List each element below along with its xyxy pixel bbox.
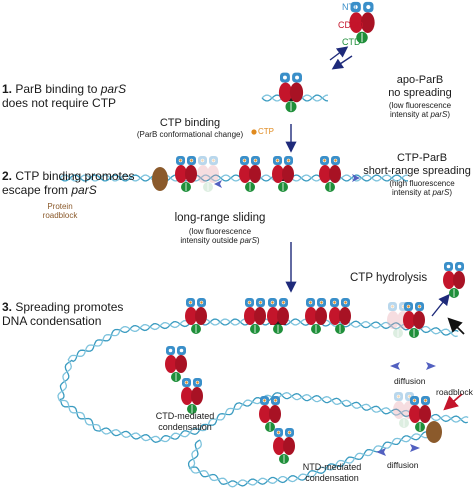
step-3-parb-3: [305, 298, 327, 334]
dna-step-3-lower: [187, 429, 439, 488]
step-3-parb-2: [267, 298, 289, 334]
short-range-label: short-range spreading: [363, 165, 471, 177]
dna-step-2: [59, 174, 409, 182]
ctp-label: CTP: [258, 127, 274, 136]
ctp-parb-label: CTP-ParB: [396, 152, 448, 164]
legend-cdbd: CDBD: [338, 20, 364, 30]
protein-roadblock-label-2: roadblock: [42, 211, 78, 220]
ntd-mediated-label-2: condensation: [305, 473, 359, 483]
roadblock-parb: [409, 396, 431, 432]
ctd-mediated-label-1: CTD-mediated: [155, 411, 215, 421]
step-3-parb-1: [244, 298, 266, 334]
diffusion-label-upper: diffusion: [394, 376, 426, 386]
ctp-hydrolysis-label: CTP hydrolysis: [350, 272, 428, 284]
release-arrow: [431, 293, 450, 317]
step-3-parb-5: [185, 298, 207, 334]
step-2-subtitle: escape from parS: [2, 183, 97, 197]
parb-proteins: [152, 1, 465, 464]
step-3-title: 3. Spreading promotes: [2, 300, 124, 314]
ctd-mediated-label-2: condensation: [158, 422, 212, 432]
long-note-1: (low fluorescence: [188, 227, 252, 236]
apo-note-1: (low fluorescence: [388, 101, 452, 110]
legend-parb-dimer: [349, 1, 375, 44]
diffusion-arrows-lower-icon: [376, 444, 420, 456]
unbinding-arrow: [331, 55, 353, 70]
step-1-parb-dimer: [278, 72, 304, 113]
released-parb-dimer: [443, 262, 465, 298]
ntd-condensation-parb-2: [273, 428, 295, 464]
roadblock-label: roadblock: [436, 387, 473, 397]
protein-roadblock-label-1: Protein: [47, 202, 73, 211]
process-arrows: [285, 46, 465, 411]
no-spreading-label: no spreading: [388, 87, 452, 99]
dna-step-3-top: [119, 318, 459, 338]
ctp-binding-label: CTP binding: [159, 117, 221, 129]
diffusion-label-lower: diffusion: [387, 460, 419, 470]
long-note-2: intensity outside parS): [180, 236, 260, 245]
step-1-subtitle: does not require CTP: [2, 96, 117, 110]
diffusion-arrows-upper-icon: [390, 362, 436, 370]
slide-right-icon: [352, 174, 360, 182]
step-2-title: 2. CTP binding promotes: [2, 169, 135, 183]
step-2-parb-3: [272, 156, 294, 192]
long-range-label: long-range sliding: [174, 212, 266, 224]
ntd-mediated-label-1: NTD-mediated: [302, 462, 362, 472]
high-note-2: intensity at parS): [391, 188, 453, 197]
roadblock-icon: [426, 421, 442, 443]
binding-arrow: [329, 46, 349, 61]
dna-step-3-loop: [57, 328, 469, 443]
roadblock-pointer-arrow: [443, 393, 463, 411]
step-2-parb-4: [319, 156, 341, 192]
ctd-condensation-parb-1: [165, 346, 187, 382]
step-3-parb-6: [403, 302, 425, 338]
hydrolysis-pointer-arrow: [447, 317, 465, 335]
step-3-parb-4: [329, 298, 351, 334]
protein-roadblock-icon: [152, 167, 168, 191]
legend-ctd: CTD: [342, 37, 361, 47]
step-3-subtitle: DNA condensation: [2, 314, 102, 328]
ntd-condensation-parb-1: [259, 396, 281, 432]
slide-left-icon: [214, 180, 222, 188]
high-note-1: (high fluorescence: [389, 179, 455, 188]
step-2-parb-faded: [197, 156, 219, 192]
ctp-dot-icon: [251, 129, 257, 135]
step-2-parb-2: [239, 156, 261, 192]
legend-ntd: NTD: [342, 2, 361, 12]
ctp-binding-sub: (ParB conformational change): [136, 130, 244, 139]
step-1-title: 1. ParB binding to parS: [2, 82, 127, 96]
apo-parb-label: apo-ParB: [396, 74, 444, 86]
step-2-parb-1: [175, 156, 197, 192]
ctd-condensation-parb-2: [181, 378, 203, 414]
apo-note-2: intensity at parS): [389, 110, 451, 119]
